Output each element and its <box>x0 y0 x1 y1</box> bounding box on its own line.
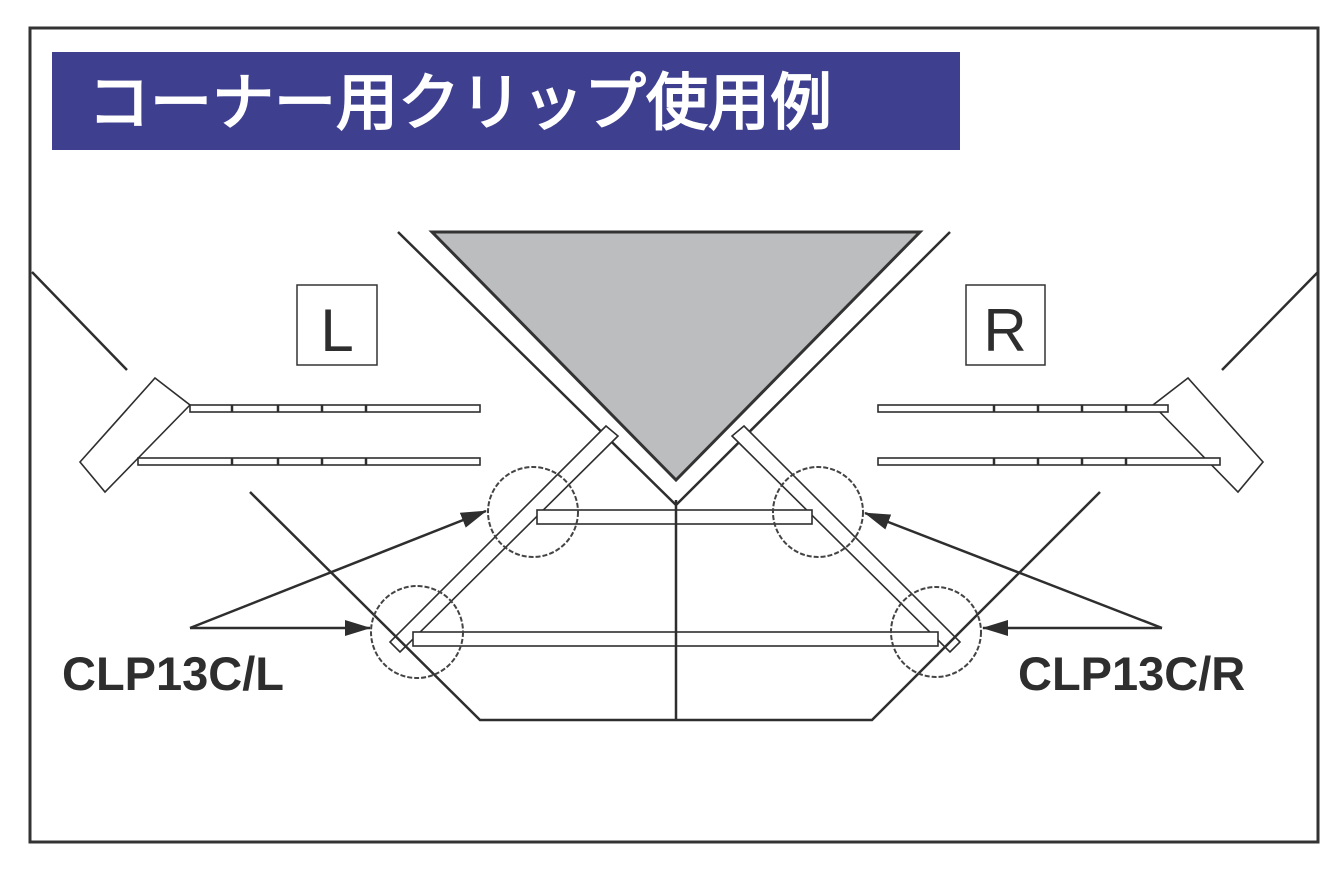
title-text: コーナー用クリップ使用例 <box>88 69 832 138</box>
clip-highlight-right-lower <box>890 586 982 678</box>
upper-bar <box>536 509 813 525</box>
base-outline <box>249 491 1101 722</box>
left-rails <box>137 404 481 466</box>
left-side-label: L <box>296 284 378 366</box>
left-diagonal-line <box>31 271 128 371</box>
left-end-block <box>78 376 192 494</box>
title-banner: コーナー用クリップ使用例 <box>52 52 960 150</box>
svg-text:R: R <box>983 297 1026 364</box>
callout-label-left: CLP13C/L <box>62 647 284 700</box>
right-diagonal-line <box>1221 271 1319 371</box>
right-side-label: R <box>965 284 1046 366</box>
right-callout-arrows <box>864 511 1163 636</box>
outer-frame <box>28 26 1320 844</box>
right-panel <box>730 424 962 654</box>
left-panel <box>388 424 620 654</box>
svg-text:L: L <box>320 297 353 364</box>
clip-highlight-left-lower <box>370 585 464 679</box>
clip-highlight-left-upper <box>487 466 579 558</box>
right-end-block <box>1151 376 1265 494</box>
left-callout-arrows <box>189 509 487 636</box>
callout-label-right: CLP13C/R <box>1018 647 1245 700</box>
right-rails <box>877 404 1221 466</box>
corner-post <box>428 230 924 483</box>
clip-highlight-right-upper <box>772 466 864 558</box>
